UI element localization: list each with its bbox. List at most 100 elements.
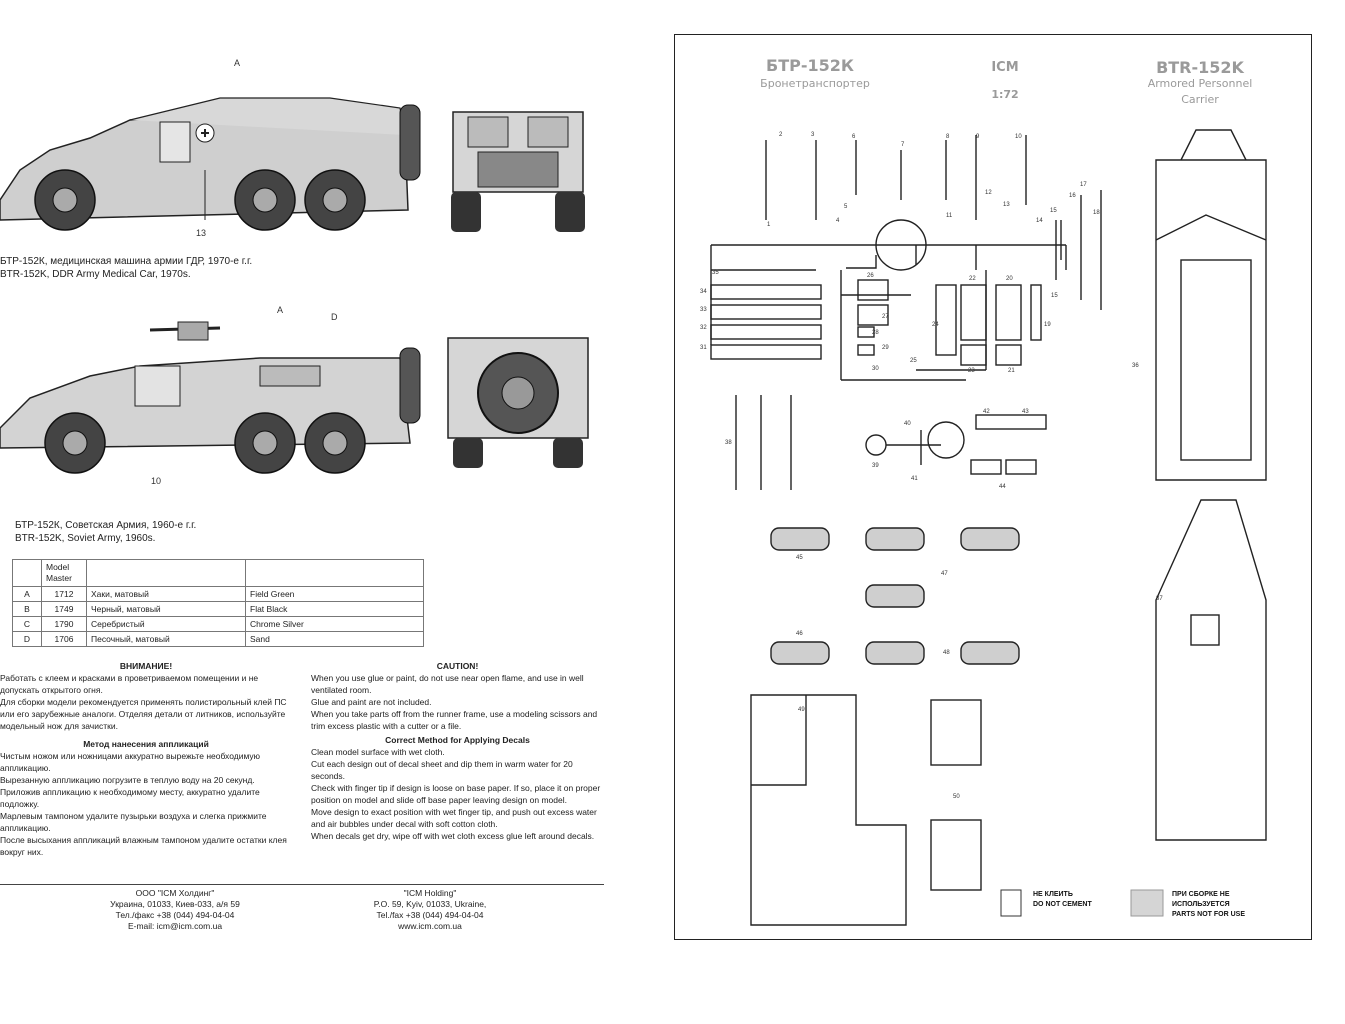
subtitle-ru: Бронетранспортер <box>760 77 870 90</box>
part-label: 43 <box>1022 409 1029 415</box>
warning-en-p2: Glue and paint are not included. <box>311 697 432 707</box>
caption-en-soviet: BTR-152K, Soviet Army, 1960s. <box>15 533 156 544</box>
paint-table-header: Model Master <box>41 559 87 587</box>
paint-table-header-row: Model Master <box>12 559 424 587</box>
decal-ru-d1: Чистым ножом или ножницами аккуратно выр… <box>0 751 261 773</box>
part-label: 46 <box>796 631 803 637</box>
part-label: 36 <box>1132 363 1139 369</box>
sprue-parts-diagram <box>710 129 1267 926</box>
part-label: 9 <box>976 134 980 140</box>
warning-en-title: CAUTION! <box>436 661 479 671</box>
caption-ru-medical: БТР-152К, медицинская машина армии ГДР, … <box>0 256 253 267</box>
part-label: 30 <box>872 366 879 372</box>
part-label: 35 <box>712 270 719 276</box>
part-label: 17 <box>1080 182 1087 188</box>
part-label: 49 <box>798 707 805 713</box>
part-label: 12 <box>985 190 992 196</box>
part-label: 18 <box>1093 210 1100 216</box>
part-label: 33 <box>700 307 707 313</box>
part-label: 34 <box>700 289 707 295</box>
part-label: 5 <box>844 204 848 210</box>
decal-en-d3: Check with finger tip if design is loose… <box>311 783 601 805</box>
callout-10: 10 <box>151 476 162 486</box>
subtitle-en-1: Armored Personnel <box>1147 77 1253 90</box>
warning-ru-p1: Работать с клеем и красками в проветрива… <box>0 673 259 695</box>
decal-ru-d2: Вырезанную аппликацию погрузите в теплую… <box>0 775 255 785</box>
part-label: 15 <box>1051 293 1058 299</box>
part-label: 3 <box>811 132 815 138</box>
part-label: 45 <box>796 555 803 561</box>
part-label: 37 <box>1156 596 1163 602</box>
part-label: 1 <box>767 222 771 228</box>
table-row: A 1712 Хаки, матовый Field Green <box>12 586 424 602</box>
part-label: 42 <box>983 409 990 415</box>
part-label: 13 <box>1003 202 1010 208</box>
part-label: 25 <box>910 358 917 364</box>
address-en: "ICM Holding" P.O. 59, Kyiv, 01033, Ukra… <box>373 888 487 931</box>
legend-no-cement: НЕ КЛЕИТЬ DO NOT CEMENT <box>1033 891 1092 908</box>
part-label: 31 <box>700 345 707 351</box>
part-label: 6 <box>852 134 856 140</box>
decal-ru-d3: Приложив аппликацию к необходимому месту… <box>0 787 260 809</box>
callout-13: 13 <box>196 228 207 238</box>
title-en: BTR-152K <box>1156 58 1244 77</box>
decal-ru-d4: Марлевым тампоном удалите пузырьки возду… <box>0 811 267 833</box>
subtitle-en-2: Carrier <box>1181 93 1219 106</box>
paint-table: Model Master A 1712 Хаки, матовый Field … <box>12 559 424 647</box>
address-ru: ООО "ICM Холдинг" Украина, 01033, Киев-0… <box>110 888 240 931</box>
decal-en-d1: Clean model surface with wet cloth. <box>311 747 445 757</box>
part-label: 50 <box>953 794 960 800</box>
part-label: 2 <box>779 132 783 138</box>
part-label: 24 <box>932 322 939 328</box>
part-label: 23 <box>968 368 975 374</box>
part-label: 27 <box>882 314 889 320</box>
part-label: 41 <box>911 476 918 482</box>
part-label: 26 <box>867 273 874 279</box>
part-label: 14 <box>1036 218 1043 224</box>
table-row: D 1706 Песочный, матовый Sand <box>12 631 424 647</box>
part-label: 21 <box>1008 368 1015 374</box>
warning-en-p3: When you take parts off from the runner … <box>311 709 598 731</box>
part-label: 19 <box>1044 322 1051 328</box>
warning-en-p1: When you use glue or paint, do not use n… <box>311 673 584 695</box>
decal-en-title: Correct Method for Applying Decals <box>385 735 530 745</box>
warning-ru-p2: Для сборки модели рекомендуется применят… <box>0 697 287 731</box>
part-label: 44 <box>999 484 1006 490</box>
part-label: 16 <box>1069 193 1076 199</box>
caption-en-medical: BTR-152K, DDR Army Medical Car, 1970s. <box>0 269 191 280</box>
vehicle-side-view-soviet <box>0 321 421 474</box>
icm-logo: ICM <box>991 60 1019 75</box>
part-label: 4 <box>836 218 840 224</box>
part-label: 7 <box>901 142 905 148</box>
part-label: 48 <box>943 650 950 656</box>
divider <box>0 884 604 885</box>
part-label: 28 <box>872 330 879 336</box>
warning-ru-block: ВНИМАНИЕ! Работать с клеем и красками в … <box>0 660 292 858</box>
part-label: 11 <box>946 213 953 219</box>
vehicle-rear-view-soviet <box>447 337 589 468</box>
decal-ru-title: Метод нанесения аппликаций <box>83 739 209 749</box>
part-label: 40 <box>904 421 911 427</box>
vehicle-side-view-medical <box>0 97 421 231</box>
callout-d: D <box>331 312 338 322</box>
callout-a-2: A <box>277 305 284 315</box>
table-row: B 1749 Черный, матовый Flat Black <box>12 601 424 617</box>
warning-ru-title: ВНИМАНИЕ! <box>119 661 173 671</box>
part-label: 39 <box>872 463 879 469</box>
vehicle-rear-view-medical <box>451 111 585 232</box>
warning-en-block: CAUTION! When you use glue or paint, do … <box>311 660 604 842</box>
scale-label: 1:72 <box>991 88 1019 101</box>
part-label: 22 <box>969 276 976 282</box>
decal-ru-d5: После высыхания аппликаций влажным тампо… <box>0 835 287 857</box>
title-ru: БТР-152К <box>766 56 854 75</box>
part-label: 10 <box>1015 134 1022 140</box>
part-label: 15 <box>1050 208 1057 214</box>
legend-parts-not-used: ПРИ СБОРКЕ НЕ ИСПОЛЬЗУЕТСЯ PARTS NOT FOR… <box>1172 891 1245 918</box>
decal-en-d5: When decals get dry, wipe off with wet c… <box>311 831 595 841</box>
table-row: C 1790 Серебристый Chrome Silver <box>12 616 424 632</box>
part-label: 20 <box>1006 276 1013 282</box>
callout-a: A <box>234 58 241 68</box>
decal-en-d4: Move design to exact position with wet f… <box>311 807 597 829</box>
sprue-frame <box>674 34 1312 940</box>
part-label: 8 <box>946 134 950 140</box>
